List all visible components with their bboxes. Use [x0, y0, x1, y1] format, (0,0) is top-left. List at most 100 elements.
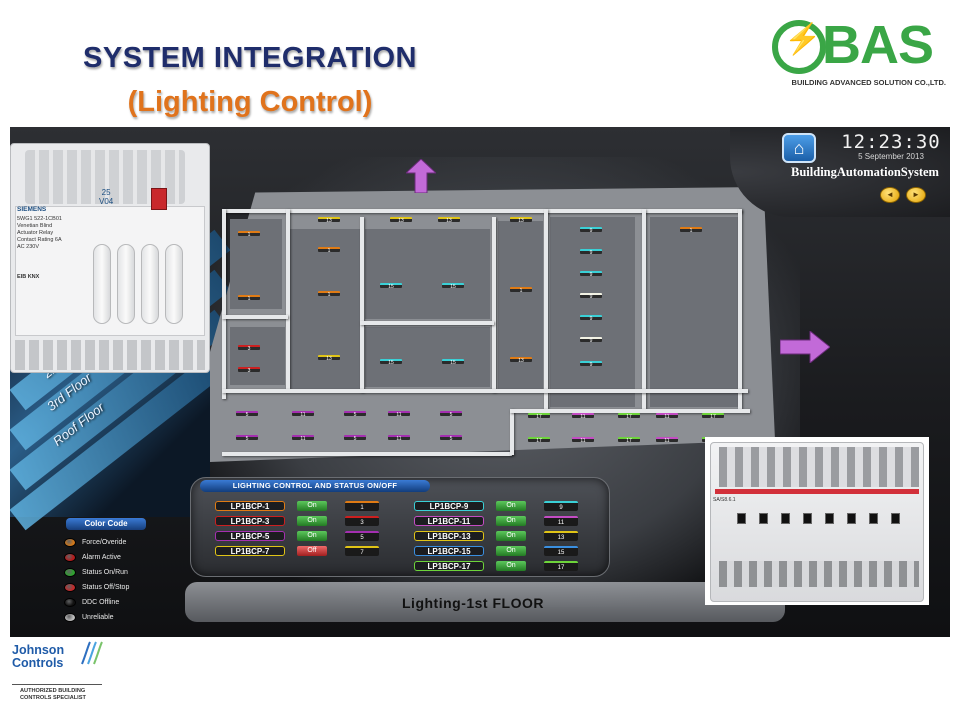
module-spec: 5WG1 522-1CB01 Venetian Blind Actuator R… [17, 216, 62, 250]
light-tag[interactable]: 1 [238, 295, 260, 302]
lighting-status-title: LIGHTING CONTROL AND STATUS ON/OFF [200, 480, 430, 492]
light-tag[interactable]: 5 [440, 411, 462, 418]
light-tag[interactable]: 11 [656, 413, 678, 420]
system-name: BuildingAutomationSystem [791, 165, 939, 179]
panel-name: LP1BCP-5 [215, 531, 285, 541]
legend-label: Status Off/Stop [82, 584, 130, 591]
jc-tag1: AUTHORIZED BUILDING [20, 688, 86, 694]
light-tag[interactable]: 15 [380, 283, 402, 290]
light-tag[interactable]: 13 [390, 217, 412, 224]
panel-state-button[interactable]: On [496, 546, 526, 556]
panel-state-button[interactable]: On [297, 501, 327, 511]
light-tag[interactable]: 11 [572, 437, 594, 444]
panel-state-button[interactable]: On [297, 516, 327, 526]
light-tag[interactable]: 11 [292, 435, 314, 442]
light-tag[interactable]: 5 [236, 435, 258, 442]
actuator-switch [869, 513, 878, 524]
panel-state-button[interactable]: On [297, 531, 327, 541]
home-button[interactable]: ⌂ [782, 133, 816, 163]
light-tag[interactable]: 3 [238, 367, 260, 374]
panel-group-chip: 7 [345, 546, 379, 556]
panel-name: LP1BCP-7 [215, 546, 285, 556]
actuator-label: SA/S8.6.1 [713, 497, 736, 503]
panel-state-button[interactable]: On [496, 501, 526, 511]
light-tag[interactable]: 17 [618, 437, 640, 444]
light-tag[interactable]: 11 [292, 411, 314, 418]
panel-state-button[interactable]: On [496, 516, 526, 526]
panel-group-chip: 9 [544, 501, 578, 511]
light-tag[interactable]: 11 [656, 437, 678, 444]
panel-state-button[interactable]: On [496, 531, 526, 541]
knx-module-photo: 25 V04 SIEMENS 5WG1 522-1CB01 Venetian B… [10, 143, 210, 373]
panel-group-chip: 13 [544, 531, 578, 541]
light-tag[interactable]: 13 [510, 217, 532, 224]
next-button[interactable]: ► [906, 187, 926, 203]
light-tag[interactable]: 1 [238, 231, 260, 238]
light-tag[interactable]: 5 [236, 411, 258, 418]
switch-actuator-photo: SA/S8.6.1 [705, 437, 929, 605]
panel-name: LP1BCP-3 [215, 516, 285, 526]
light-tag[interactable]: 1 [318, 291, 340, 298]
light-tag[interactable]: 15 [442, 283, 464, 290]
arrow-right-icon[interactable] [780, 331, 830, 363]
light-tag[interactable]: 5 [344, 435, 366, 442]
light-tag[interactable]: 1 [318, 247, 340, 254]
actuator-switch [847, 513, 856, 524]
bas-logo-wordmark: BAS [822, 15, 934, 75]
actuator-switch [737, 513, 746, 524]
slide-subtitle: (Lighting Control) [127, 86, 373, 118]
module-led [151, 188, 167, 210]
panel-state-button[interactable]: Off [297, 546, 327, 556]
legend-label: Status On/Run [82, 569, 128, 576]
light-tag[interactable]: 5 [344, 411, 366, 418]
light-tag[interactable]: 13 [438, 217, 460, 224]
light-tag[interactable]: 1 [510, 287, 532, 294]
actuator-switch [759, 513, 768, 524]
light-tag[interactable]: 13 [510, 357, 532, 364]
light-tag[interactable]: 17 [528, 437, 550, 444]
light-tag[interactable]: 11 [572, 413, 594, 420]
arrow-up-icon[interactable] [406, 159, 436, 193]
light-tag[interactable]: 17 [702, 413, 724, 420]
panel-name: LP1BCP-13 [414, 531, 484, 541]
light-tag[interactable]: 9 [580, 315, 602, 322]
lighting-status-row: LP1BCP-7 Off 7 [215, 546, 385, 556]
light-tag[interactable]: 9 [580, 293, 602, 300]
clock-time: 12:23:30 [841, 131, 941, 153]
bas-logo-mark [772, 20, 826, 74]
light-tag[interactable]: 9 [580, 249, 602, 256]
panel-group-chip: 15 [544, 546, 578, 556]
light-tag[interactable]: 9 [580, 337, 602, 344]
prev-button[interactable]: ◄ [880, 187, 900, 203]
panel-name: LP1BCP-15 [414, 546, 484, 556]
legend-label: Force/Overide [82, 539, 127, 546]
jc-line2: Controls [12, 656, 64, 670]
clock-date: 5 September 2013 [858, 152, 924, 161]
panel-state-button[interactable]: On [496, 561, 526, 571]
light-tag[interactable]: 13 [318, 217, 340, 224]
panel-name: LP1BCP-11 [414, 516, 484, 526]
panel-name: LP1BCP-9 [414, 501, 484, 511]
light-tag[interactable]: 3 [238, 345, 260, 352]
lighting-status-row: LP1BCP-11 On 11 [414, 516, 584, 526]
light-tag[interactable]: 1 [680, 227, 702, 234]
light-tag[interactable]: 17 [528, 413, 550, 420]
light-tag[interactable]: 11 [388, 435, 410, 442]
light-tag[interactable]: 17 [618, 413, 640, 420]
light-tag[interactable]: 15 [380, 359, 402, 366]
slide-title: SYSTEM INTEGRATION [83, 42, 417, 74]
light-tag[interactable]: 5 [440, 435, 462, 442]
light-tag[interactable]: 15 [442, 359, 464, 366]
light-tag[interactable]: 11 [388, 411, 410, 418]
panel-group-chip: 3 [345, 516, 379, 526]
panel-group-chip: 11 [544, 516, 578, 526]
module-sub: V04 [99, 197, 114, 206]
bas-logo-tagline: BUILDING ADVANCED SOLUTION CO.,LTD. [791, 78, 946, 87]
floor-title: Lighting-1st FLOOR [402, 595, 544, 611]
light-tag[interactable]: 9 [580, 227, 602, 234]
light-tag[interactable]: 9 [580, 361, 602, 368]
light-tag[interactable]: 13 [318, 355, 340, 362]
lighting-status-panel [190, 477, 610, 577]
light-tag[interactable]: 9 [580, 271, 602, 278]
